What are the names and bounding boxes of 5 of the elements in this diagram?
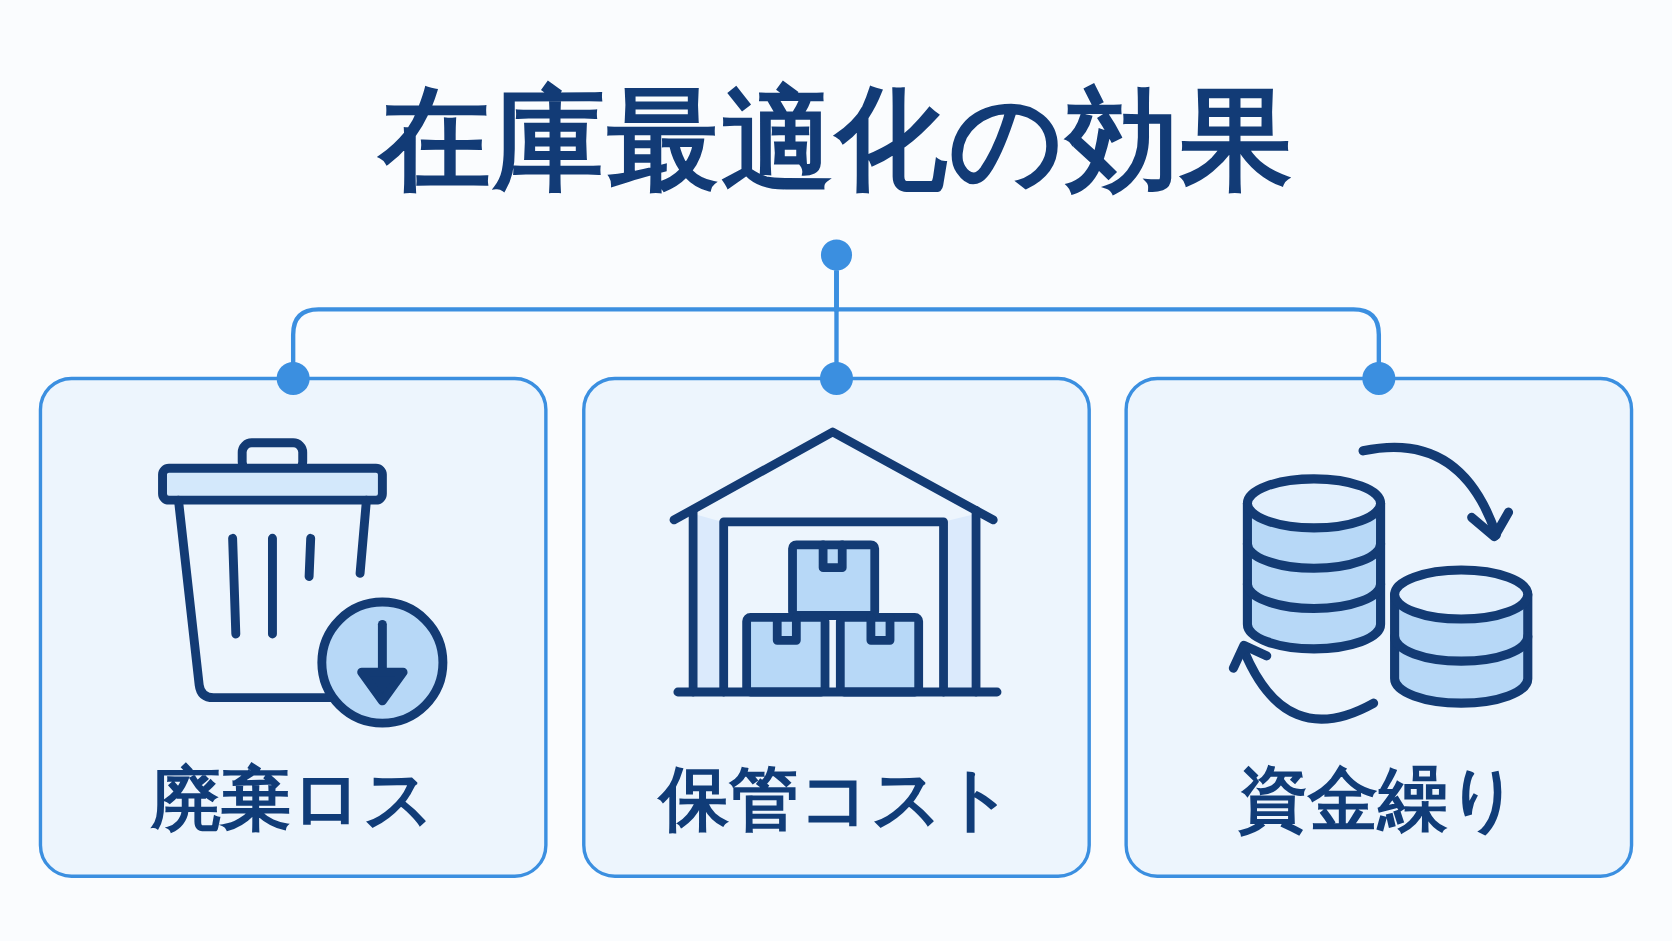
connector-line bbox=[834, 270, 1396, 395]
card-label: 資金繰り bbox=[1237, 756, 1520, 842]
diagram-title: 在庫最適化の効果 bbox=[378, 73, 1294, 206]
card-label: 保管コスト bbox=[658, 756, 1015, 842]
card-label: 廃棄ロス bbox=[151, 756, 436, 842]
